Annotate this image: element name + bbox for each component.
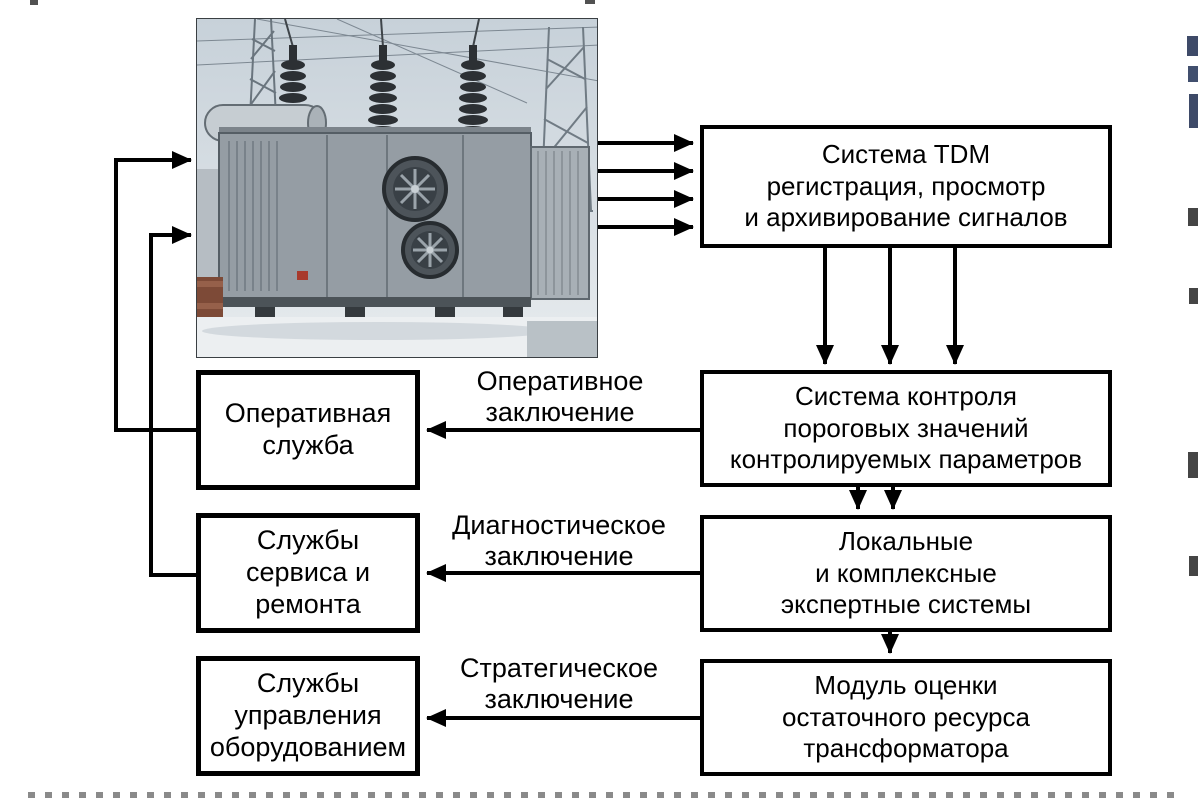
- edge-artifact: [585, 0, 595, 4]
- box-text-line: регистрация, просмотр: [766, 170, 1046, 201]
- service-box-operational: Оперативная служба: [196, 370, 420, 490]
- box-text-line: Оперативная: [224, 398, 392, 429]
- box-text-line: и архивирование сигналов: [744, 202, 1068, 233]
- label-text-line: заключение: [485, 396, 635, 427]
- label-text-line: Стратегическое: [459, 653, 659, 683]
- flow-box-expert-systems: Локальные и комплексные экспертные систе…: [700, 515, 1112, 632]
- transformer-photo-illustration: [197, 19, 597, 357]
- box-text-line: экспертные системы: [780, 589, 1032, 620]
- label-text-line: Оперативное: [476, 366, 644, 396]
- box-text-line: трансформатора: [803, 733, 1009, 764]
- service-box-service-repair: Службы сервиса и ремонта: [196, 513, 420, 633]
- arrow-label-diagnostic-conclusion: Диагностическое заключение: [414, 510, 704, 572]
- box-text-line: пороговых значений: [783, 412, 1029, 443]
- box-text-line: ремонта: [255, 588, 361, 619]
- box-text-line: Модуль оценки: [814, 669, 998, 700]
- box-text-line: Локальные: [838, 525, 974, 556]
- arrow-label-strategic-conclusion: Стратегическое заключение: [416, 653, 702, 715]
- flow-box-tdm-system: Система TDM регистрация, просмотр и архи…: [700, 125, 1112, 248]
- edge-artifact: [1189, 94, 1198, 128]
- box-text-line: служба: [262, 430, 354, 460]
- arrow-label-operational-conclusion: Оперативное заключение: [420, 366, 700, 428]
- box-text-line: Система TDM: [821, 138, 991, 169]
- edge-artifact: [1188, 208, 1198, 226]
- box-text-line: управления: [234, 700, 382, 731]
- service-box-equipment-management: Службы управления оборудованием: [196, 656, 420, 776]
- box-text-line: контролируемых параметров: [729, 444, 1083, 475]
- box-text-line: и комплексные: [815, 557, 997, 588]
- box-text-line: Службы: [256, 525, 360, 556]
- box-text-line: сервиса и: [245, 557, 371, 588]
- label-text-line: заключение: [484, 540, 634, 571]
- edge-artifact: [1187, 36, 1198, 56]
- box-text-line: Службы: [256, 668, 360, 699]
- box-text-line: Система контроля: [795, 380, 1017, 411]
- edge-artifact: [30, 0, 38, 5]
- box-text-line: оборудованием: [209, 731, 407, 762]
- flow-box-residual-resource-module: Модуль оценки остаточного ресурса трансф…: [700, 659, 1112, 776]
- edge-artifact: [1188, 452, 1198, 478]
- edge-artifact: [1189, 288, 1198, 304]
- edge-artifact: [1189, 556, 1198, 576]
- box-text-line: остаточного ресурса: [782, 701, 1030, 732]
- label-text-line: Диагностическое: [452, 510, 666, 540]
- flow-box-threshold-control: Система контроля пороговых значений конт…: [700, 370, 1112, 487]
- edge-artifact: [1188, 66, 1198, 82]
- edge-artifact-strip: [28, 792, 1182, 798]
- label-text-line: заключение: [484, 683, 634, 714]
- transformer-photo: [196, 18, 598, 358]
